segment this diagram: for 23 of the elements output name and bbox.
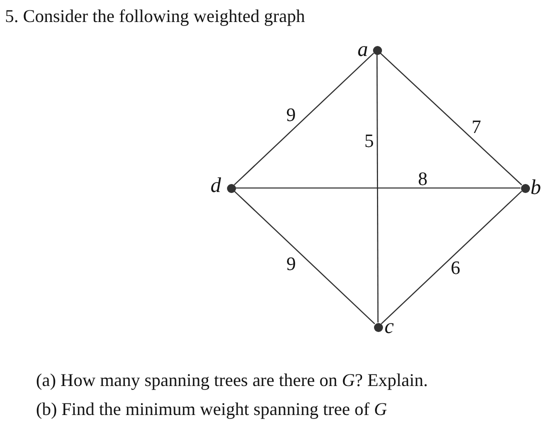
question-text: (b) Find the minimum weight spanning tree of G	[36, 398, 387, 420]
graph-edge	[236, 187, 520, 189]
vertex-dot	[226, 184, 236, 192]
vertex-dot	[372, 46, 382, 54]
edge-weight: 9	[286, 106, 296, 126]
vertex-label: c	[384, 316, 394, 336]
graph-edge	[380, 52, 522, 186]
edge-weight: 5	[364, 132, 374, 151]
question-text: (a) How many spanning trees are there on G? Explain.	[36, 370, 428, 390]
question-heading: 5. Consider the following weighted graph	[5, 6, 305, 26]
edge-weight: 7	[472, 118, 482, 138]
graph-edge	[380, 190, 522, 324]
edge-weight: 6	[450, 259, 460, 278]
graph-edge	[234, 52, 374, 186]
edge-weight: 8	[418, 170, 428, 188]
vertex-label: b	[530, 176, 541, 198]
graph-edge	[234, 190, 376, 324]
edge-weight: 9	[286, 254, 296, 274]
vertex-dot	[374, 322, 382, 332]
vertex-label: d	[210, 174, 221, 196]
vertex-label: a	[358, 38, 368, 60]
graph-edge	[376, 54, 379, 322]
vertex-dot	[520, 184, 530, 192]
